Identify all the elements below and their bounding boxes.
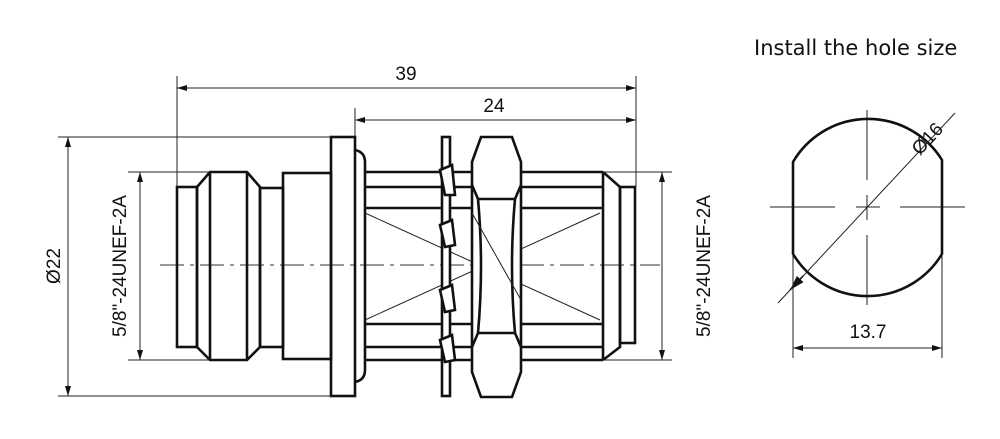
dimension-39: 39 (176, 64, 637, 187)
dimension-thread-left: 5/8"-24UNEF-2A (110, 171, 210, 361)
dimension-diameter-22: Ø22 (44, 136, 331, 397)
hole-flat-width-label: 13.7 (850, 322, 887, 343)
thread-right-label: 5/8"-24UNEF-2A (694, 195, 715, 337)
flange (329, 135, 357, 398)
body-length-label: 24 (483, 96, 505, 117)
dimension-thread-right: 5/8"-24UNEF-2A (603, 171, 715, 361)
flange-lip (354, 148, 367, 384)
dimension-24: 24 (354, 96, 637, 172)
overall-length-label: 39 (395, 64, 416, 85)
hex-nut (470, 135, 523, 399)
lock-washer (438, 135, 457, 398)
hole-view: Ø16 13.7 (770, 110, 965, 358)
left-connector (175, 170, 333, 362)
hole-diameter-label: Ø16 (908, 119, 948, 160)
thread-left-label: 5/8"-24UNEF-2A (110, 195, 131, 337)
hole-size-title: Install the hole size (754, 36, 958, 60)
flange-diameter-label: Ø22 (44, 248, 65, 284)
